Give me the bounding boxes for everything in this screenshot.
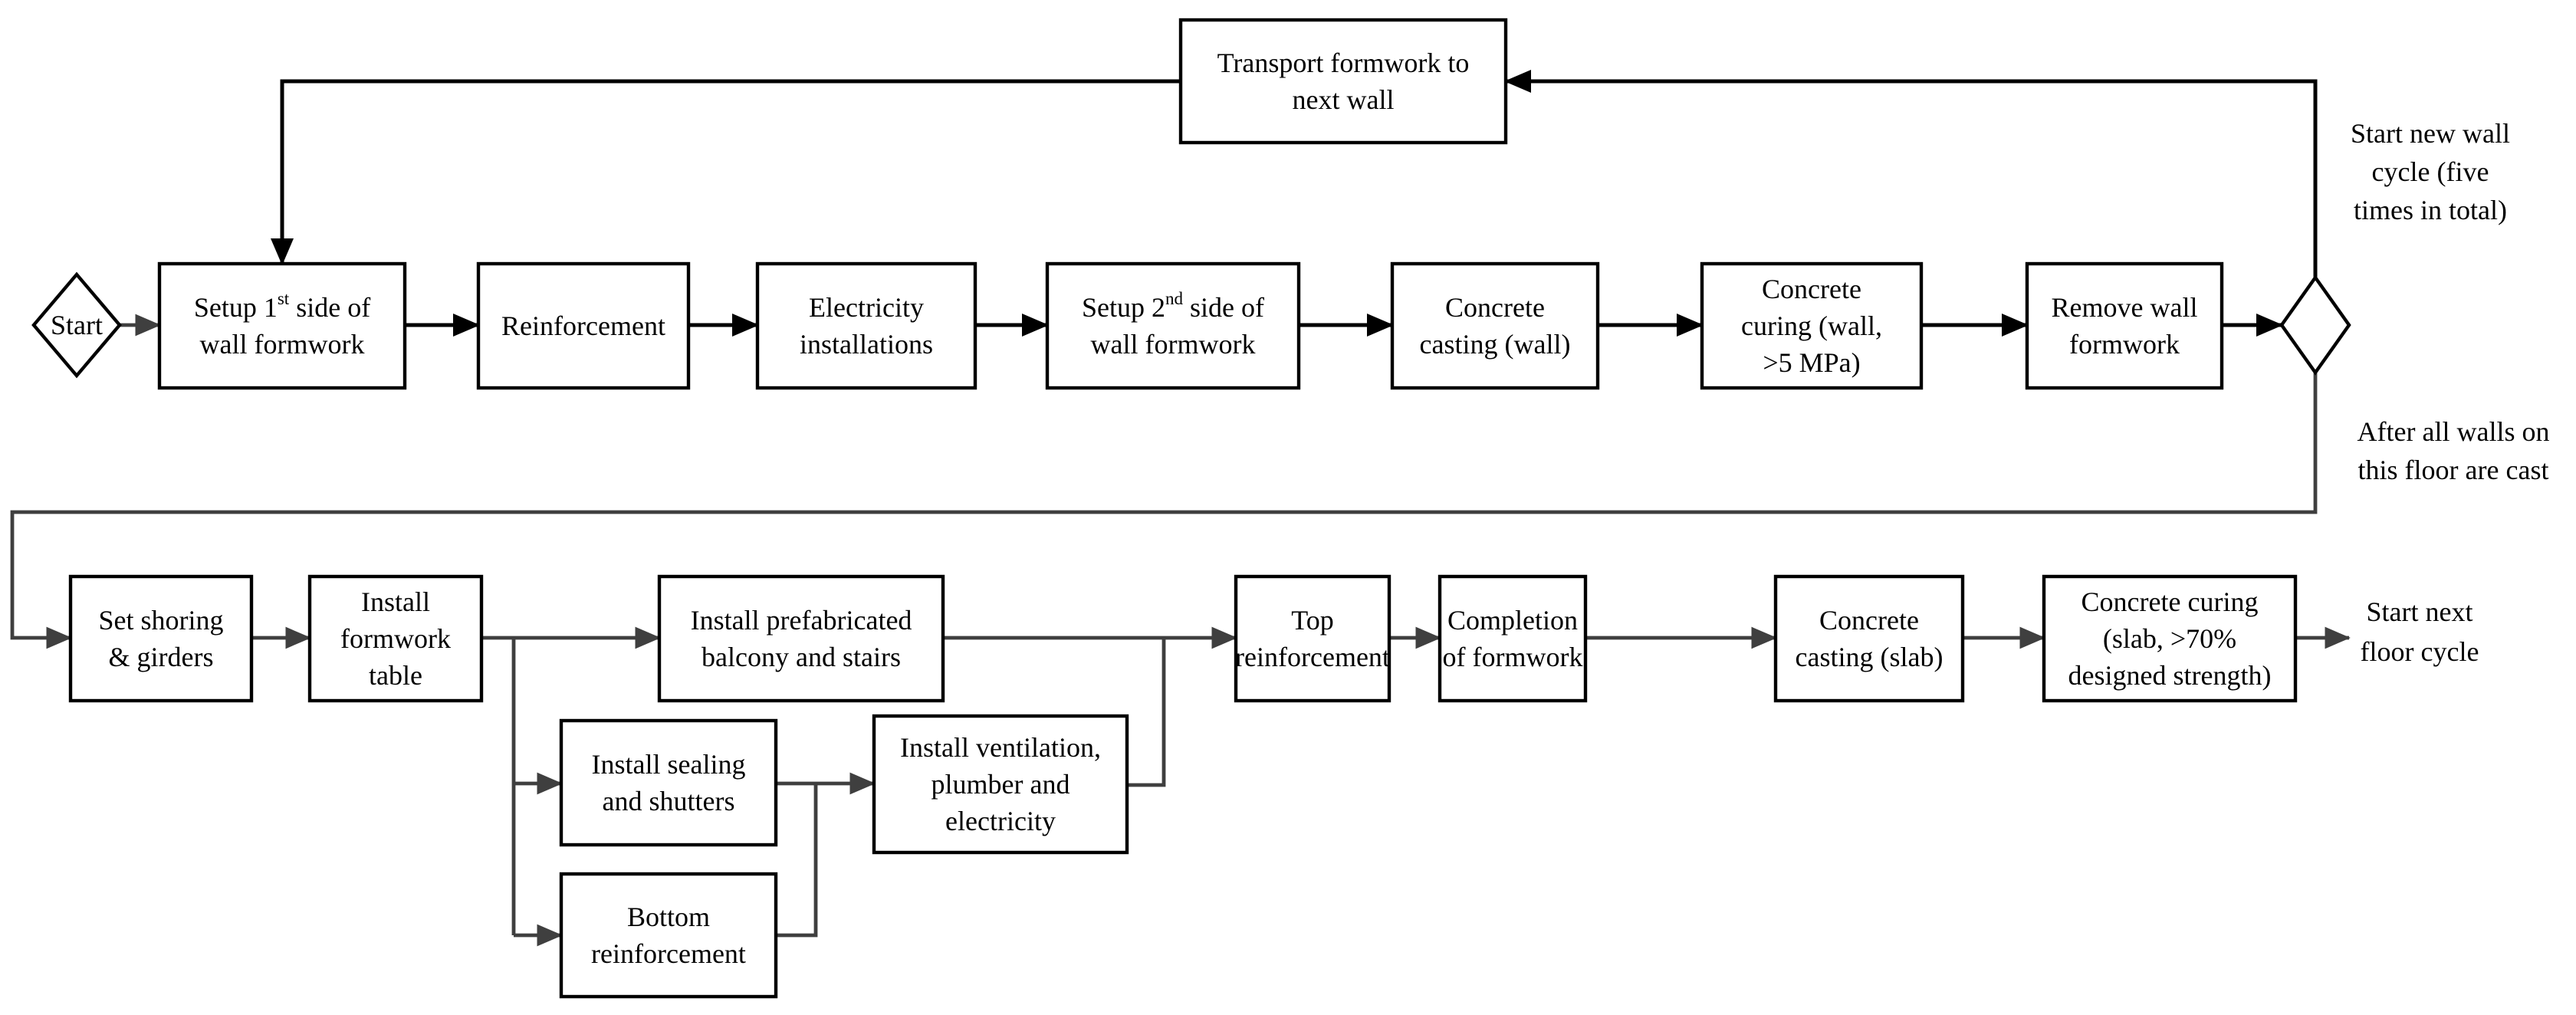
edge-bottom-to-ventilation-join bbox=[776, 783, 818, 938]
setup-1st-side-box bbox=[157, 261, 407, 390]
start-shape bbox=[31, 271, 122, 379]
bottom-reinforcement-box bbox=[559, 872, 778, 999]
concrete-casting-wall-box bbox=[1390, 261, 1600, 390]
transport-formwork-box bbox=[1178, 18, 1508, 145]
start-label: Start bbox=[51, 310, 103, 340]
node-concrete-curing-slab: Concrete curing(slab, >70%designed stren… bbox=[2042, 574, 2298, 703]
install-sealing-shutters-box bbox=[559, 718, 778, 847]
install-balcony-stairs-box bbox=[657, 574, 945, 703]
node-set-shoring-girders: Set shoring& girders bbox=[68, 574, 254, 703]
install-ventilation-box bbox=[872, 714, 1129, 855]
set-shoring-girders-label: Set shoring& girders bbox=[98, 605, 223, 672]
concrete-curing-slab-label: Concrete curing(slab, >70%designed stren… bbox=[2068, 586, 2272, 691]
remove-wall-formwork-box bbox=[2025, 261, 2224, 390]
reinforcement-box bbox=[476, 261, 691, 390]
edge-transport-to-setup1 bbox=[271, 79, 1181, 266]
edge-decision-to-transport bbox=[1503, 70, 2318, 278]
reinforcement-label: Reinforcement bbox=[501, 310, 665, 341]
node-reinforcement: Reinforcement bbox=[476, 261, 691, 390]
install-formwork-table-box bbox=[307, 574, 484, 703]
edge-decision-to-set-shoring bbox=[10, 373, 2318, 649]
concrete-curing-slab-box bbox=[2042, 574, 2298, 703]
set-shoring-girders-box bbox=[68, 574, 254, 703]
node-wall-cycle-decision bbox=[2279, 274, 2351, 376]
completion-of-formwork-box bbox=[1438, 574, 1588, 703]
electricity-installations-box bbox=[755, 261, 978, 390]
edge-ventilation-to-main-join bbox=[1127, 638, 1166, 787]
top-reinforcement-box bbox=[1234, 574, 1392, 703]
wall-cycle-decision-shape bbox=[2279, 274, 2351, 376]
node-start: Start bbox=[31, 271, 122, 379]
concrete-casting-slab-box bbox=[1773, 574, 1965, 703]
edges-layer bbox=[10, 70, 2351, 947]
setup-2nd-side-box bbox=[1045, 261, 1301, 390]
concrete-curing-wall-box bbox=[1700, 261, 1924, 390]
